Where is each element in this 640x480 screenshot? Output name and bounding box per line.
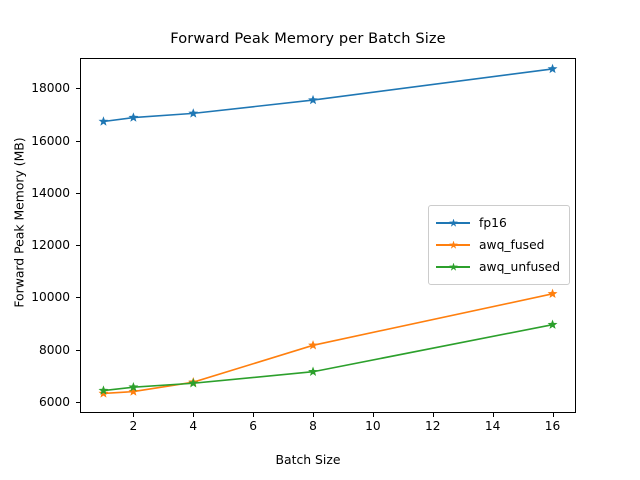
data-point-marker <box>547 63 558 74</box>
data-point-marker <box>308 94 318 105</box>
data-point-marker <box>128 112 139 122</box>
data-point-marker <box>547 288 558 299</box>
y-tick-label: 10000 <box>31 290 70 305</box>
y-tick-mark <box>76 88 80 90</box>
legend-label-awq-fused: awq_fused <box>479 238 545 252</box>
data-point-marker <box>128 386 139 396</box>
legend-swatch-awq-fused <box>436 238 470 252</box>
x-tick-label: 14 <box>484 419 501 433</box>
legend-item: awq_unfused <box>436 256 560 278</box>
series-line-fp16 <box>103 68 553 123</box>
y-tick-label: 14000 <box>31 185 70 200</box>
x-tick-label: 10 <box>365 419 381 433</box>
legend-item: awq_fused <box>436 234 560 256</box>
data-point-marker <box>547 319 558 329</box>
x-axis-label: Batch Size <box>275 452 341 467</box>
y-tick-mark <box>76 140 80 142</box>
series-line-awq_fused <box>103 293 553 395</box>
x-tick-label: 2 <box>129 419 138 433</box>
star-marker-icon <box>449 262 458 271</box>
data-point-marker <box>98 385 109 395</box>
y-tick-label: 16000 <box>31 133 70 148</box>
data-point-marker <box>308 340 318 350</box>
y-tick-label: 18000 <box>31 81 70 96</box>
star-marker-icon <box>449 218 458 227</box>
x-tick-label: 6 <box>249 419 258 433</box>
x-tick-label: 12 <box>425 419 441 433</box>
x-tick-mark <box>552 413 554 417</box>
y-tick-label: 8000 <box>38 342 70 357</box>
chart-legend: fp16 awq_fused awq_unfused <box>428 205 571 285</box>
x-tick-mark <box>313 413 315 417</box>
data-point-marker <box>98 116 109 126</box>
x-tick-mark <box>253 413 255 417</box>
x-tick-mark <box>193 413 195 417</box>
x-tick-label: 4 <box>189 419 198 433</box>
y-tick-label: 12000 <box>31 238 70 253</box>
y-tick-mark <box>76 192 80 194</box>
data-point-marker <box>98 388 109 398</box>
series-line-awq_unfused <box>103 323 553 392</box>
x-tick-mark <box>432 413 434 417</box>
legend-swatch-fp16 <box>436 216 470 230</box>
legend-label-awq-unfused: awq_unfused <box>479 260 561 274</box>
legend-swatch-awq-unfused <box>436 260 470 274</box>
data-point-marker <box>188 108 199 118</box>
y-tick-mark <box>76 245 80 247</box>
legend-label-fp16: fp16 <box>479 216 507 230</box>
y-axis-label: Forward Peak Memory (MB) <box>11 137 27 308</box>
y-tick-mark <box>76 349 80 351</box>
data-point-marker <box>128 381 139 392</box>
x-tick-mark <box>133 413 135 417</box>
x-tick-mark <box>372 413 374 417</box>
data-point-marker <box>188 378 199 388</box>
chart-title: Forward Peak Memory per Batch Size <box>170 30 446 47</box>
y-tick-mark <box>76 297 80 299</box>
y-tick-mark <box>76 402 80 404</box>
data-point-marker <box>308 366 318 376</box>
x-tick-mark <box>492 413 494 417</box>
y-tick-label: 6000 <box>38 395 70 410</box>
legend-item: fp16 <box>436 212 560 234</box>
x-tick-label: 8 <box>309 419 317 433</box>
x-tick-label: 16 <box>544 419 561 433</box>
plot-lines <box>98 63 558 398</box>
star-marker-icon <box>449 240 458 249</box>
